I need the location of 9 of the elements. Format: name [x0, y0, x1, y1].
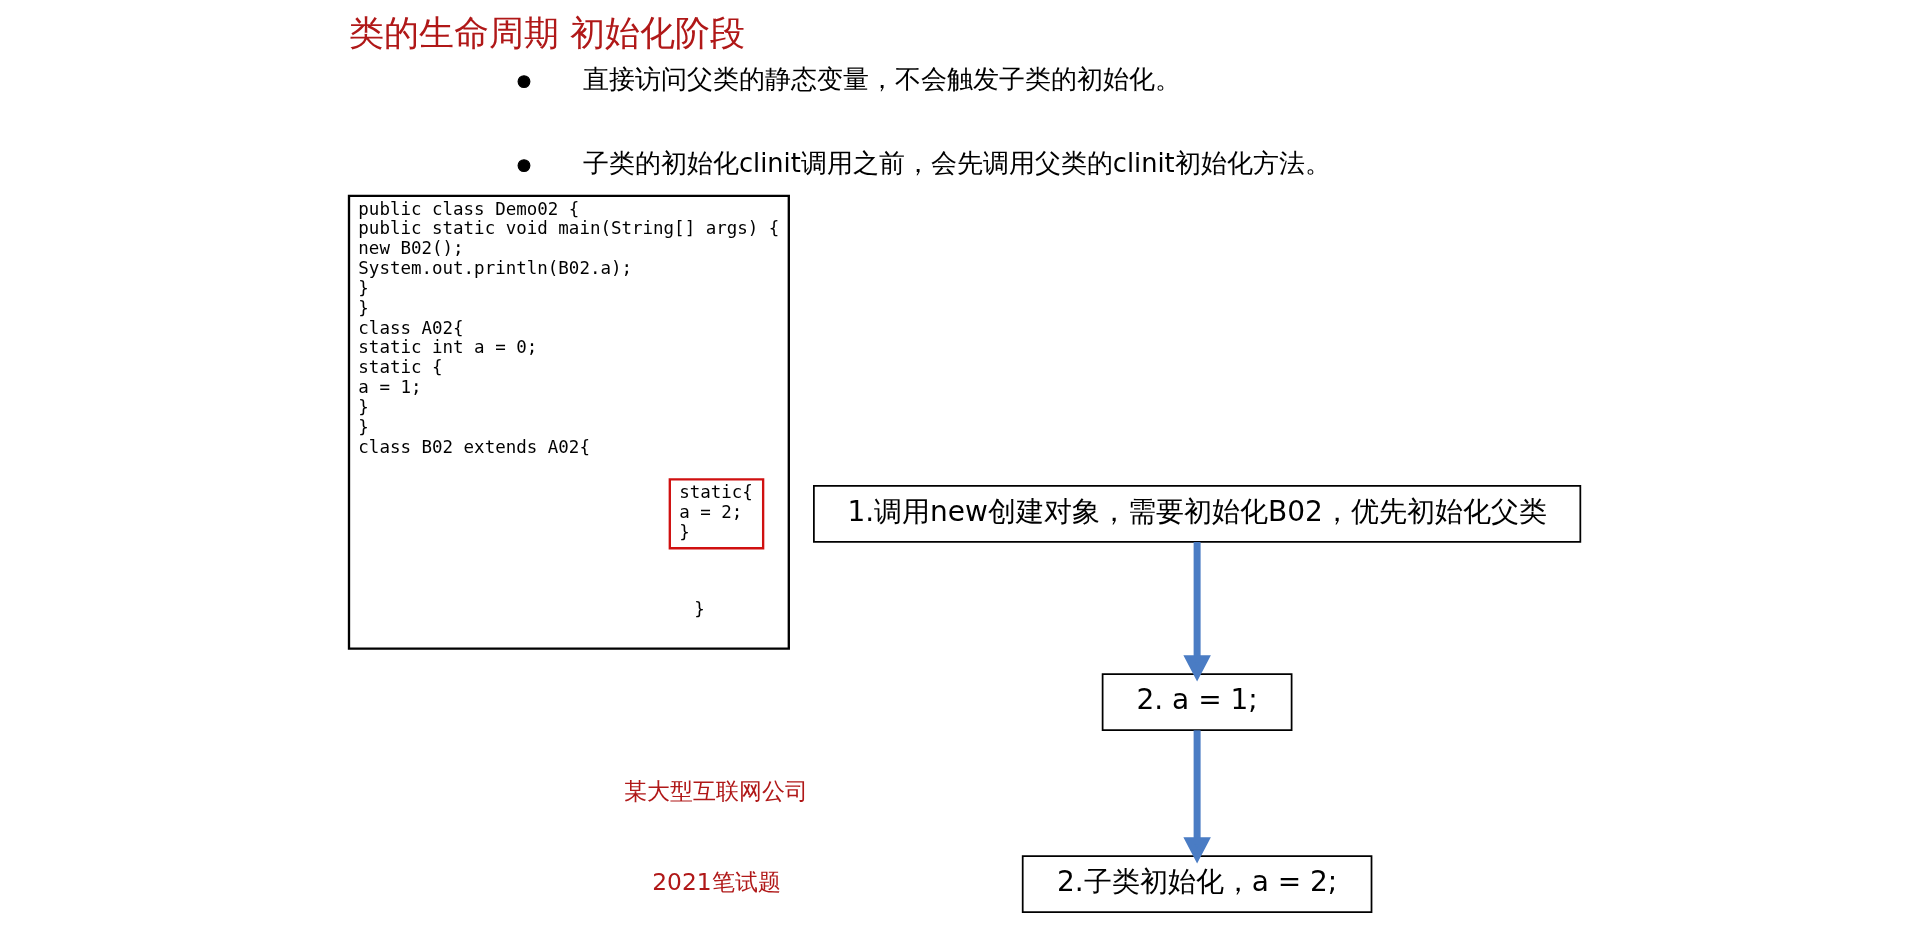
label: 直接访问父类的静态变量，不会触发子类的初始化。 [583, 64, 1182, 95]
label: 子类的初始化clinit调用之前，会先调用父类的clinit初始化方法。 [582, 148, 1331, 179]
diagram-title: 类的生命周期 初始化阶段 [349, 13, 746, 54]
label: 某大型互联网公司 [624, 777, 809, 806]
node-box: 1.调用new创建对象，需要初始化B02，优先初始化父类 [813, 484, 1582, 543]
node-box: 2. a = 1; [1101, 673, 1293, 732]
node-box: static{ a = 2; } [668, 478, 765, 550]
node-box: 2.子类初始化，a = 2; [1021, 855, 1373, 914]
label: 2021笔试题 [652, 868, 781, 897]
